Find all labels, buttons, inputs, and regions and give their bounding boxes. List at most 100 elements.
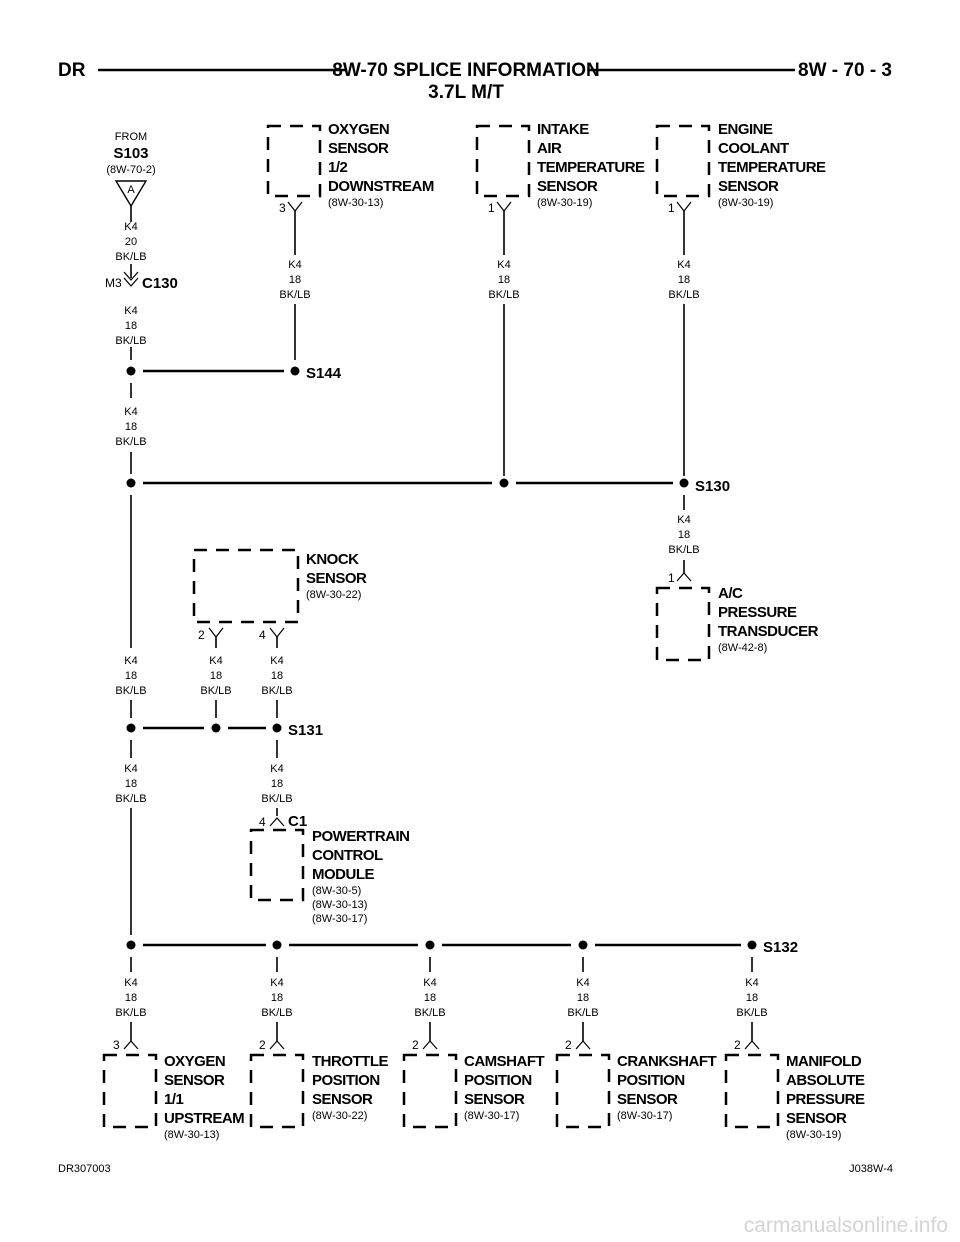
component-throttle-position-sensor: 2 THROTTLE POSITION SENSOR (8W-30-22) bbox=[249, 1034, 389, 1129]
svg-text:K4: K4 bbox=[270, 763, 283, 775]
svg-text:BK/LB: BK/LB bbox=[488, 289, 519, 301]
svg-text:BK/LB: BK/LB bbox=[115, 436, 146, 448]
svg-text:BK/LB: BK/LB bbox=[261, 685, 292, 697]
svg-text:TEMPERATURE: TEMPERATURE bbox=[537, 159, 645, 176]
svg-text:(8W-30-5): (8W-30-5) bbox=[312, 885, 361, 897]
svg-text:2: 2 bbox=[259, 1038, 266, 1052]
svg-text:1/1: 1/1 bbox=[164, 1091, 184, 1108]
c1-label: C1 bbox=[288, 813, 307, 830]
svg-text:K4: K4 bbox=[124, 763, 137, 775]
svg-text:A: A bbox=[127, 184, 135, 196]
svg-text:(8W-30-13): (8W-30-13) bbox=[312, 899, 367, 911]
svg-text:S130: S130 bbox=[695, 478, 730, 495]
svg-text:SENSOR: SENSOR bbox=[718, 178, 779, 195]
svg-text:ENGINE: ENGINE bbox=[718, 121, 773, 138]
svg-text:(8W-30-17): (8W-30-17) bbox=[312, 913, 367, 925]
svg-text:(8W-70-2): (8W-70-2) bbox=[106, 164, 155, 176]
watermark[interactable]: carmanualsonline.info bbox=[744, 1214, 948, 1237]
svg-text:BK/LB: BK/LB bbox=[115, 335, 146, 347]
svg-text:POSITION: POSITION bbox=[617, 1072, 685, 1089]
svg-text:1/2: 1/2 bbox=[328, 159, 348, 176]
svg-text:CONTROL: CONTROL bbox=[312, 847, 383, 864]
svg-text:(8W-30-17): (8W-30-17) bbox=[464, 1110, 519, 1122]
component-map-sensor: 2 MANIFOLD ABSOLUTE PRESSURE SENSOR (8W-… bbox=[724, 1034, 866, 1141]
svg-text:UPSTREAM: UPSTREAM bbox=[164, 1110, 244, 1127]
svg-text:SENSOR: SENSOR bbox=[537, 178, 598, 195]
component-o2-upstream: 3 OXYGEN SENSOR 1/1 UPSTREAM (8W-30-13) bbox=[102, 1034, 245, 1141]
svg-text:SENSOR: SENSOR bbox=[306, 570, 367, 587]
svg-text:2: 2 bbox=[565, 1038, 572, 1052]
splice-s144: S144 K4 18 BK/LB bbox=[115, 365, 342, 474]
svg-text:18: 18 bbox=[271, 670, 283, 682]
c1-cavity: 4 bbox=[259, 815, 266, 829]
svg-text:AIR: AIR bbox=[537, 140, 562, 157]
header-page: 8W - 70 - 3 bbox=[798, 60, 892, 81]
svg-text:K4: K4 bbox=[423, 977, 436, 989]
svg-text:(8W-30-13): (8W-30-13) bbox=[328, 197, 383, 209]
svg-text:BK/LB: BK/LB bbox=[261, 793, 292, 805]
svg-text:MODULE: MODULE bbox=[312, 866, 374, 883]
svg-text:K4: K4 bbox=[745, 977, 758, 989]
splice-s131: S131 K4 18 BK/LB K4 18 BK/LB bbox=[115, 722, 323, 935]
svg-text:PRESSURE: PRESSURE bbox=[786, 1091, 865, 1108]
svg-text:MANIFOLD: MANIFOLD bbox=[786, 1053, 862, 1070]
svg-text:PRESSURE: PRESSURE bbox=[718, 604, 797, 621]
svg-text:ABSOLUTE: ABSOLUTE bbox=[786, 1072, 865, 1089]
svg-text:1: 1 bbox=[488, 201, 495, 215]
svg-text:POWERTRAIN: POWERTRAIN bbox=[312, 828, 410, 845]
svg-text:18: 18 bbox=[271, 992, 283, 1004]
svg-text:2: 2 bbox=[198, 628, 205, 642]
svg-text:18: 18 bbox=[210, 670, 222, 682]
svg-text:18: 18 bbox=[125, 320, 137, 332]
svg-text:(8W-30-17): (8W-30-17) bbox=[617, 1110, 672, 1122]
svg-text:TEMPERATURE: TEMPERATURE bbox=[718, 159, 826, 176]
svg-text:BK/LB: BK/LB bbox=[200, 685, 231, 697]
svg-text:2: 2 bbox=[734, 1038, 741, 1052]
svg-text:3: 3 bbox=[279, 201, 286, 215]
footer-right: J038W-4 bbox=[849, 1163, 893, 1175]
component-knock-sensor: KNOCK SENSOR (8W-30-22) 2 4 K4 18 BK/LB … bbox=[115, 548, 368, 718]
svg-text:SENSOR: SENSOR bbox=[786, 1110, 847, 1127]
svg-text:BK/LB: BK/LB bbox=[736, 1007, 767, 1019]
svg-text:K4: K4 bbox=[497, 259, 510, 271]
svg-text:SENSOR: SENSOR bbox=[164, 1072, 225, 1089]
svg-text:OXYGEN: OXYGEN bbox=[164, 1053, 225, 1070]
svg-text:COOLANT: COOLANT bbox=[718, 140, 789, 157]
component-crankshaft-position-sensor: 2 CRANKSHAFT POSITION SENSOR (8W-30-17) bbox=[555, 1034, 717, 1129]
component-camshaft-position-sensor: 2 CAMSHAFT POSITION SENSOR (8W-30-17) bbox=[402, 1034, 545, 1129]
svg-text:POSITION: POSITION bbox=[464, 1072, 532, 1089]
header-left: DR bbox=[58, 60, 86, 81]
svg-text:1: 1 bbox=[668, 571, 675, 585]
svg-text:BK/LB: BK/LB bbox=[668, 544, 699, 556]
svg-text:18: 18 bbox=[125, 778, 137, 790]
svg-text:1: 1 bbox=[668, 201, 675, 215]
svg-text:K4: K4 bbox=[124, 305, 137, 317]
component-iat-sensor: INTAKE AIR TEMPERATURE SENSOR (8W-30-19)… bbox=[475, 121, 646, 476]
source-s103: FROM S103 (8W-70-2) A K4 20 BK/LB M3 C13… bbox=[105, 131, 178, 360]
svg-text:(8W-42-8): (8W-42-8) bbox=[718, 642, 767, 654]
svg-text:(8W-30-13): (8W-30-13) bbox=[164, 1129, 219, 1141]
svg-text:K4: K4 bbox=[576, 977, 589, 989]
svg-text:3: 3 bbox=[113, 1038, 120, 1052]
svg-text:18: 18 bbox=[271, 778, 283, 790]
svg-text:K4: K4 bbox=[677, 259, 690, 271]
splice-s130: S130 K4 18 BK/LB bbox=[126, 478, 730, 648]
svg-text:SENSOR: SENSOR bbox=[464, 1091, 525, 1108]
splice-s132: S132 K4 18 BK/LB K4 18 BK/LB K4 18 BK/LB… bbox=[115, 939, 798, 1034]
svg-text:K4: K4 bbox=[124, 977, 137, 989]
svg-text:BK/LB: BK/LB bbox=[261, 1007, 292, 1019]
svg-text:POSITION: POSITION bbox=[312, 1072, 380, 1089]
svg-text:THROTTLE: THROTTLE bbox=[312, 1053, 388, 1070]
svg-text:INTAKE: INTAKE bbox=[537, 121, 589, 138]
svg-text:18: 18 bbox=[678, 529, 690, 541]
svg-text:K4: K4 bbox=[124, 221, 137, 233]
c130-label: C130 bbox=[142, 275, 178, 292]
page-header: DR 8W-70 SPLICE INFORMATION 8W - 70 - 3 … bbox=[58, 60, 892, 103]
svg-text:BK/LB: BK/LB bbox=[567, 1007, 598, 1019]
wire-label: K4 20 BK/LB bbox=[115, 221, 146, 263]
svg-text:S103: S103 bbox=[113, 145, 148, 162]
svg-text:18: 18 bbox=[678, 274, 690, 286]
svg-text:18: 18 bbox=[746, 992, 758, 1004]
header-title: 8W-70 SPLICE INFORMATION bbox=[332, 60, 599, 81]
